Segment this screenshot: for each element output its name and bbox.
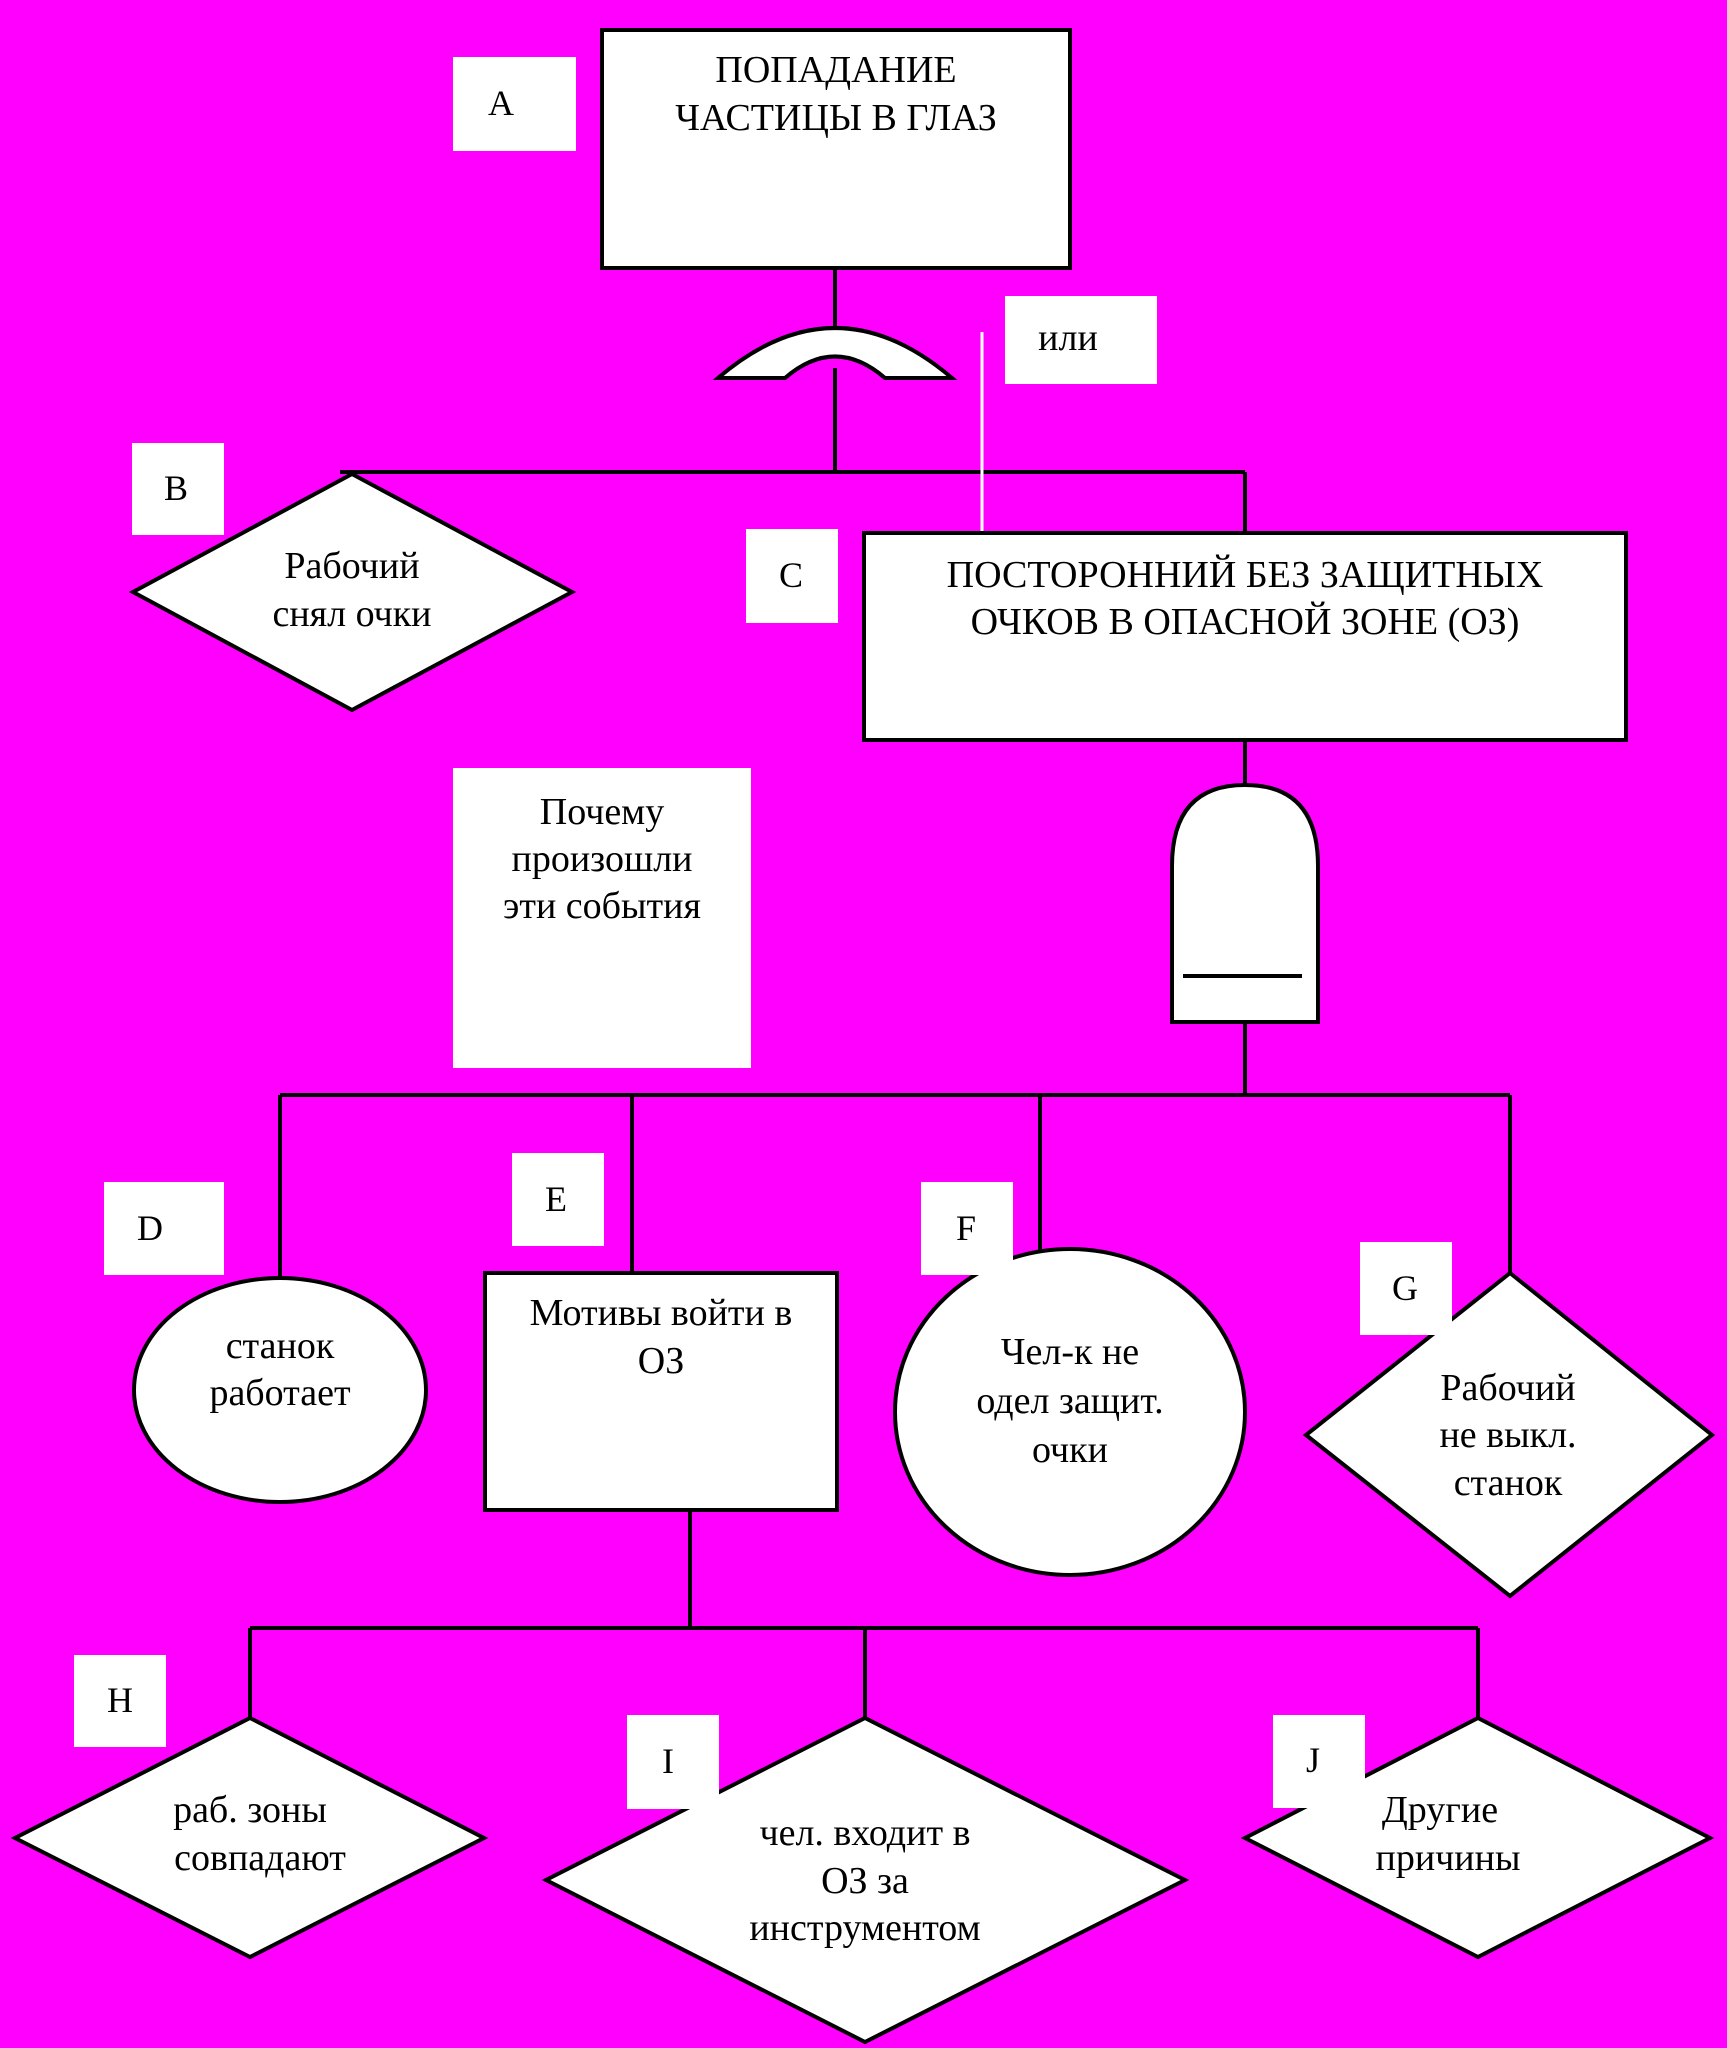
event-a-letter-box bbox=[453, 57, 576, 151]
event-i-letter: I bbox=[662, 1741, 674, 1781]
event-i-text-line-1: чел. входит в bbox=[759, 1812, 970, 1854]
event-i-letter-box bbox=[627, 1715, 719, 1809]
event-b-diamond bbox=[128, 471, 577, 713]
or-gate-label: или bbox=[1038, 317, 1098, 359]
event-e-text-line-1: Мотивы войти в bbox=[530, 1292, 793, 1334]
event-i-text-line-2: ОЗ за bbox=[821, 1860, 909, 1902]
event-a-text-line-1: ПОПАДАНИЕ bbox=[715, 49, 956, 91]
event-a-box bbox=[600, 28, 1072, 270]
event-j-letter-box bbox=[1273, 1715, 1365, 1808]
or-gate-label-box bbox=[1005, 296, 1157, 384]
event-h-text-line-1: раб. зоны bbox=[173, 1789, 327, 1831]
event-g-letter: G bbox=[1392, 1268, 1418, 1308]
or-gate-symbol bbox=[712, 326, 958, 380]
event-c-text-line-2: ОЧКОВ В ОПАСНОЙ ЗОНЕ (ОЗ) bbox=[971, 601, 1520, 643]
event-b-text-line-1: Рабочий bbox=[284, 545, 419, 587]
event-d-ellipse bbox=[132, 1276, 428, 1504]
event-c-letter-box bbox=[746, 529, 838, 623]
event-h-letter: H bbox=[107, 1680, 133, 1720]
event-h-diamond bbox=[10, 1715, 489, 1960]
event-f-text-line-1: Чел-к не bbox=[1001, 1331, 1139, 1373]
event-g-text-line-1: Рабочий bbox=[1440, 1367, 1575, 1409]
event-g-text-line-2: не выкл. bbox=[1439, 1414, 1576, 1456]
event-i-text-line-3: инструментом bbox=[749, 1907, 980, 1949]
event-f-ellipse bbox=[893, 1247, 1247, 1577]
event-b-text-line-2: снял очки bbox=[272, 593, 431, 635]
event-h-letter-box bbox=[74, 1655, 166, 1747]
event-a-text-line-2: ЧАСТИЦЫ В ГЛАЗ bbox=[675, 97, 997, 139]
event-j-text-line-1: Другие bbox=[1382, 1789, 1498, 1831]
event-h-text-line-2: совпадают bbox=[174, 1837, 346, 1879]
event-c-letter: C bbox=[779, 555, 803, 595]
question-note-box bbox=[453, 768, 751, 1068]
event-b-letter-box bbox=[132, 443, 224, 535]
event-c-text-line-1: ПОСТОРОННИЙ БЕЗ ЗАЩИТНЫХ bbox=[947, 554, 1544, 596]
connectors bbox=[248, 268, 1512, 1718]
event-d-letter: D bbox=[137, 1208, 163, 1248]
event-e-box bbox=[483, 1271, 839, 1512]
event-j-letter: J bbox=[1306, 1740, 1320, 1780]
event-e-text-line-2: ОЗ bbox=[638, 1340, 684, 1382]
event-d-text-line-2: работает bbox=[209, 1372, 351, 1414]
event-e-letter-box bbox=[512, 1153, 604, 1246]
event-g-diamond bbox=[1302, 1270, 1716, 1599]
question-note-line-2: произошли bbox=[511, 838, 692, 880]
event-f-text-line-3: очки bbox=[1032, 1429, 1108, 1471]
event-f-letter-box bbox=[921, 1182, 1013, 1275]
event-a-letter: A bbox=[488, 83, 514, 123]
and-gate-symbol bbox=[1170, 782, 1320, 1024]
question-note-line-3: эти события bbox=[503, 885, 701, 927]
event-c-box bbox=[862, 531, 1628, 742]
event-g-text-line-3: станок bbox=[1454, 1462, 1563, 1504]
event-d-letter-box bbox=[104, 1182, 224, 1275]
event-f-text-line-2: одел защит. bbox=[976, 1380, 1163, 1422]
event-e-letter: E bbox=[545, 1179, 567, 1219]
event-g-letter-box bbox=[1360, 1242, 1452, 1335]
event-f-letter: F bbox=[956, 1208, 976, 1248]
event-b-letter: B bbox=[164, 468, 188, 508]
question-note-line-1: Почему bbox=[540, 791, 664, 833]
event-d-text-line-1: станок bbox=[226, 1325, 335, 1367]
event-j-text-line-2: причины bbox=[1376, 1837, 1521, 1879]
